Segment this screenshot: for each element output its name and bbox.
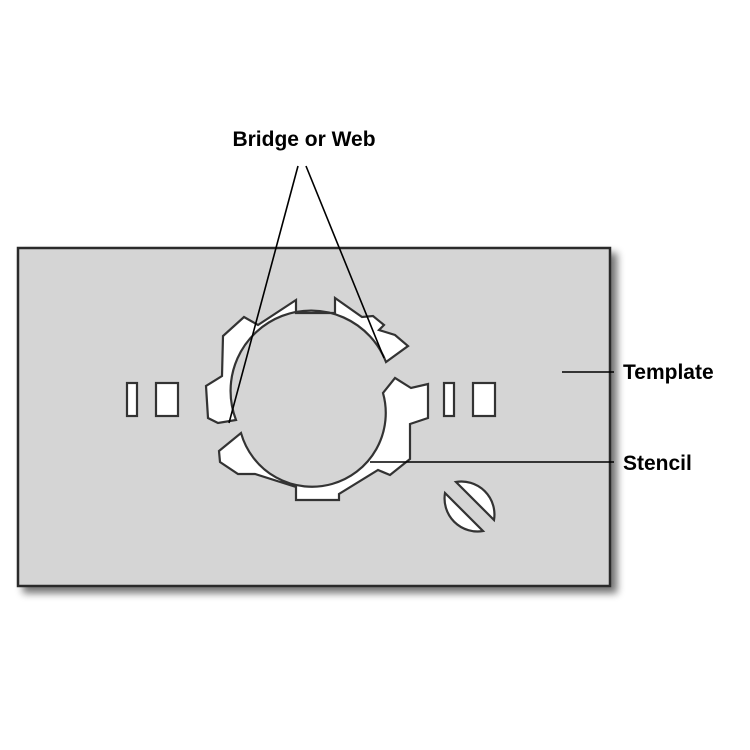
template-label: Template	[623, 361, 714, 384]
slot-right-inner	[442, 381, 456, 418]
screw-cutout-upper	[453, 480, 496, 523]
stencil-label: Stencil	[623, 452, 692, 475]
slot-left-outer	[125, 381, 139, 418]
bridge-leader-right	[305, 165, 385, 359]
bridge-leader-left	[228, 165, 299, 424]
slot-right-outer	[471, 381, 497, 418]
slot-left-inner	[154, 381, 180, 418]
gear-cutout-lower	[217, 376, 430, 502]
screw-cutout-lower	[443, 490, 486, 533]
bridge-label: Bridge or Web	[232, 128, 375, 151]
template-plate	[16, 246, 612, 588]
gear-cutout-upper	[204, 295, 410, 425]
